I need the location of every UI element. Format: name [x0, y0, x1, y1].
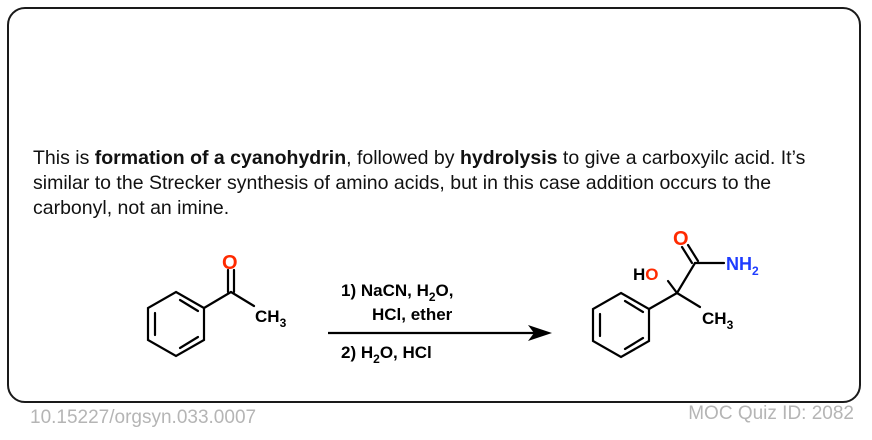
product-co-bond-a — [680, 245, 694, 265]
explanation-bold-hydrolysis: hydrolysis — [459, 147, 558, 169]
reaction-arrow-head — [528, 325, 552, 341]
reactant-benzene-ring — [146, 290, 206, 358]
product-carbonyl-oxygen: O — [673, 228, 689, 250]
product-amide-label: NH2 — [726, 254, 759, 278]
question-card — [7, 7, 861, 403]
product-benzene-ring — [591, 291, 651, 359]
product-molecule — [591, 243, 726, 359]
doi-reference: 10.15227/orgsyn.033.0007 — [30, 407, 257, 428]
reactant-double-bond-1 — [178, 298, 200, 313]
product-double-bond-1 — [623, 299, 645, 314]
quiz-id: MOC Quiz ID: 2082 — [688, 403, 854, 424]
reactant-methyl-label: CH3 — [255, 307, 287, 330]
reactant-molecule — [146, 268, 256, 358]
condition-step1-line2: HCl, ether — [372, 305, 453, 324]
product-bond-carbonyl-carbon — [675, 261, 697, 295]
product-methyl-label: CH3 — [702, 309, 734, 332]
product-hydroxyl-label: HO — [633, 265, 659, 284]
explanation-bold-cyanohydrin: formation of a cyanohydrin — [94, 147, 347, 169]
explanation-part-3: to give a carboxyilc acid. It’s similar … — [33, 147, 806, 219]
reactant-double-bond-2 — [178, 335, 200, 350]
reactant-oxygen-label: O — [222, 252, 238, 274]
product-co-bond-b — [686, 243, 700, 263]
explanation-part-1: This is — [33, 147, 95, 169]
product-bond-methyl — [675, 291, 702, 309]
product-bond-hydroxyl — [666, 279, 679, 295]
reactant-bond-methyl — [229, 290, 256, 308]
condition-step1-line1: 1) NaCN, H2O, — [341, 281, 454, 304]
reaction-conditions: 1) NaCN, H2O, HCl, ether 2) H2O, HCl — [341, 281, 454, 366]
product-double-bond-2 — [623, 336, 645, 351]
condition-step2: 2) H2O, HCl — [341, 343, 432, 366]
explanation-part-2: , followed by — [346, 147, 460, 169]
product-bond-ring-quaternary — [647, 291, 679, 311]
explanation-text: This is formation of a cyanohydrin, foll… — [33, 146, 833, 221]
reactant-bond-ring-carbonyl — [202, 290, 233, 310]
